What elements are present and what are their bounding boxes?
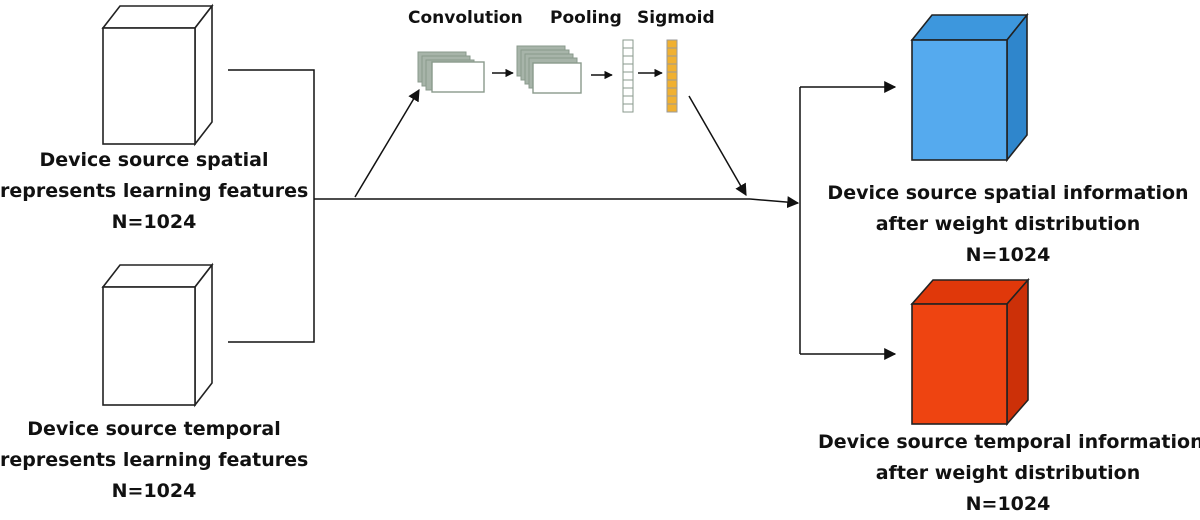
sigmoid-vector-cell [666,103,678,113]
spatial-output-label: Device source spatial information after … [818,178,1198,271]
sigmoid-vector-cell [666,55,678,65]
temporal-output-cube [910,277,1030,427]
spatial-output-count: N=1024 [965,244,1051,266]
pool-vector-cell [622,87,634,97]
sigmoid-vector-cell [666,87,678,97]
spatial-input-label: Device source spatial represents learnin… [0,145,308,238]
pool-vector-cell [622,95,634,105]
sigmoid-vector-cell [666,47,678,57]
merge-connector [228,69,800,343]
output-branch [799,81,897,360]
temporal-input-block [101,262,214,408]
pool-vector-cell [622,55,634,65]
spatial-output-cube [910,12,1029,163]
sigmoid-label: Sigmoid [637,8,715,28]
temporal-input-label: Device source temporal represents learni… [0,414,308,507]
convolution-label: Convolution [408,8,523,28]
pool-vector-cell [622,63,634,73]
pooling-label: Pooling [550,8,622,28]
pool-vector-cell [622,39,634,49]
spatial-input-line2: represents learning features [0,180,309,202]
sigmoid-vector-cell [666,63,678,73]
temporal-output-label: Device source temporal information after… [818,427,1200,520]
spatial-input-block [101,3,214,147]
sigmoid-to-merge-arrow [688,95,747,197]
temporal-input-count: N=1024 [111,480,197,502]
pooling-stack [516,45,582,94]
spatial-input-count: N=1024 [111,211,197,233]
pooled-vector [622,39,634,113]
convolution-stack [417,51,485,93]
sigmoid-vector-cell [666,95,678,105]
temporal-input-line2: represents learning features [0,449,309,471]
pool-vector-cell [622,79,634,89]
pool-vector-cell [622,103,634,113]
spatial-output-line2: after weight distribution [875,213,1141,235]
spatial-input-line1: Device source spatial [39,149,269,171]
pool-vector-cell [622,71,634,81]
spatial-output-line1: Device source spatial information [827,182,1189,204]
temporal-output-line1: Device source temporal information [818,431,1200,453]
sigmoid-vector-cell [666,39,678,49]
temporal-output-count: N=1024 [965,493,1051,515]
sigmoid-vector-cell [666,71,678,81]
pool-vector-cell [622,47,634,57]
temporal-output-line2: after weight distribution [875,462,1141,484]
sigmoid-vector-cell [666,79,678,89]
temporal-input-line1: Device source temporal [27,418,281,440]
sigmoid-vector [666,39,678,113]
